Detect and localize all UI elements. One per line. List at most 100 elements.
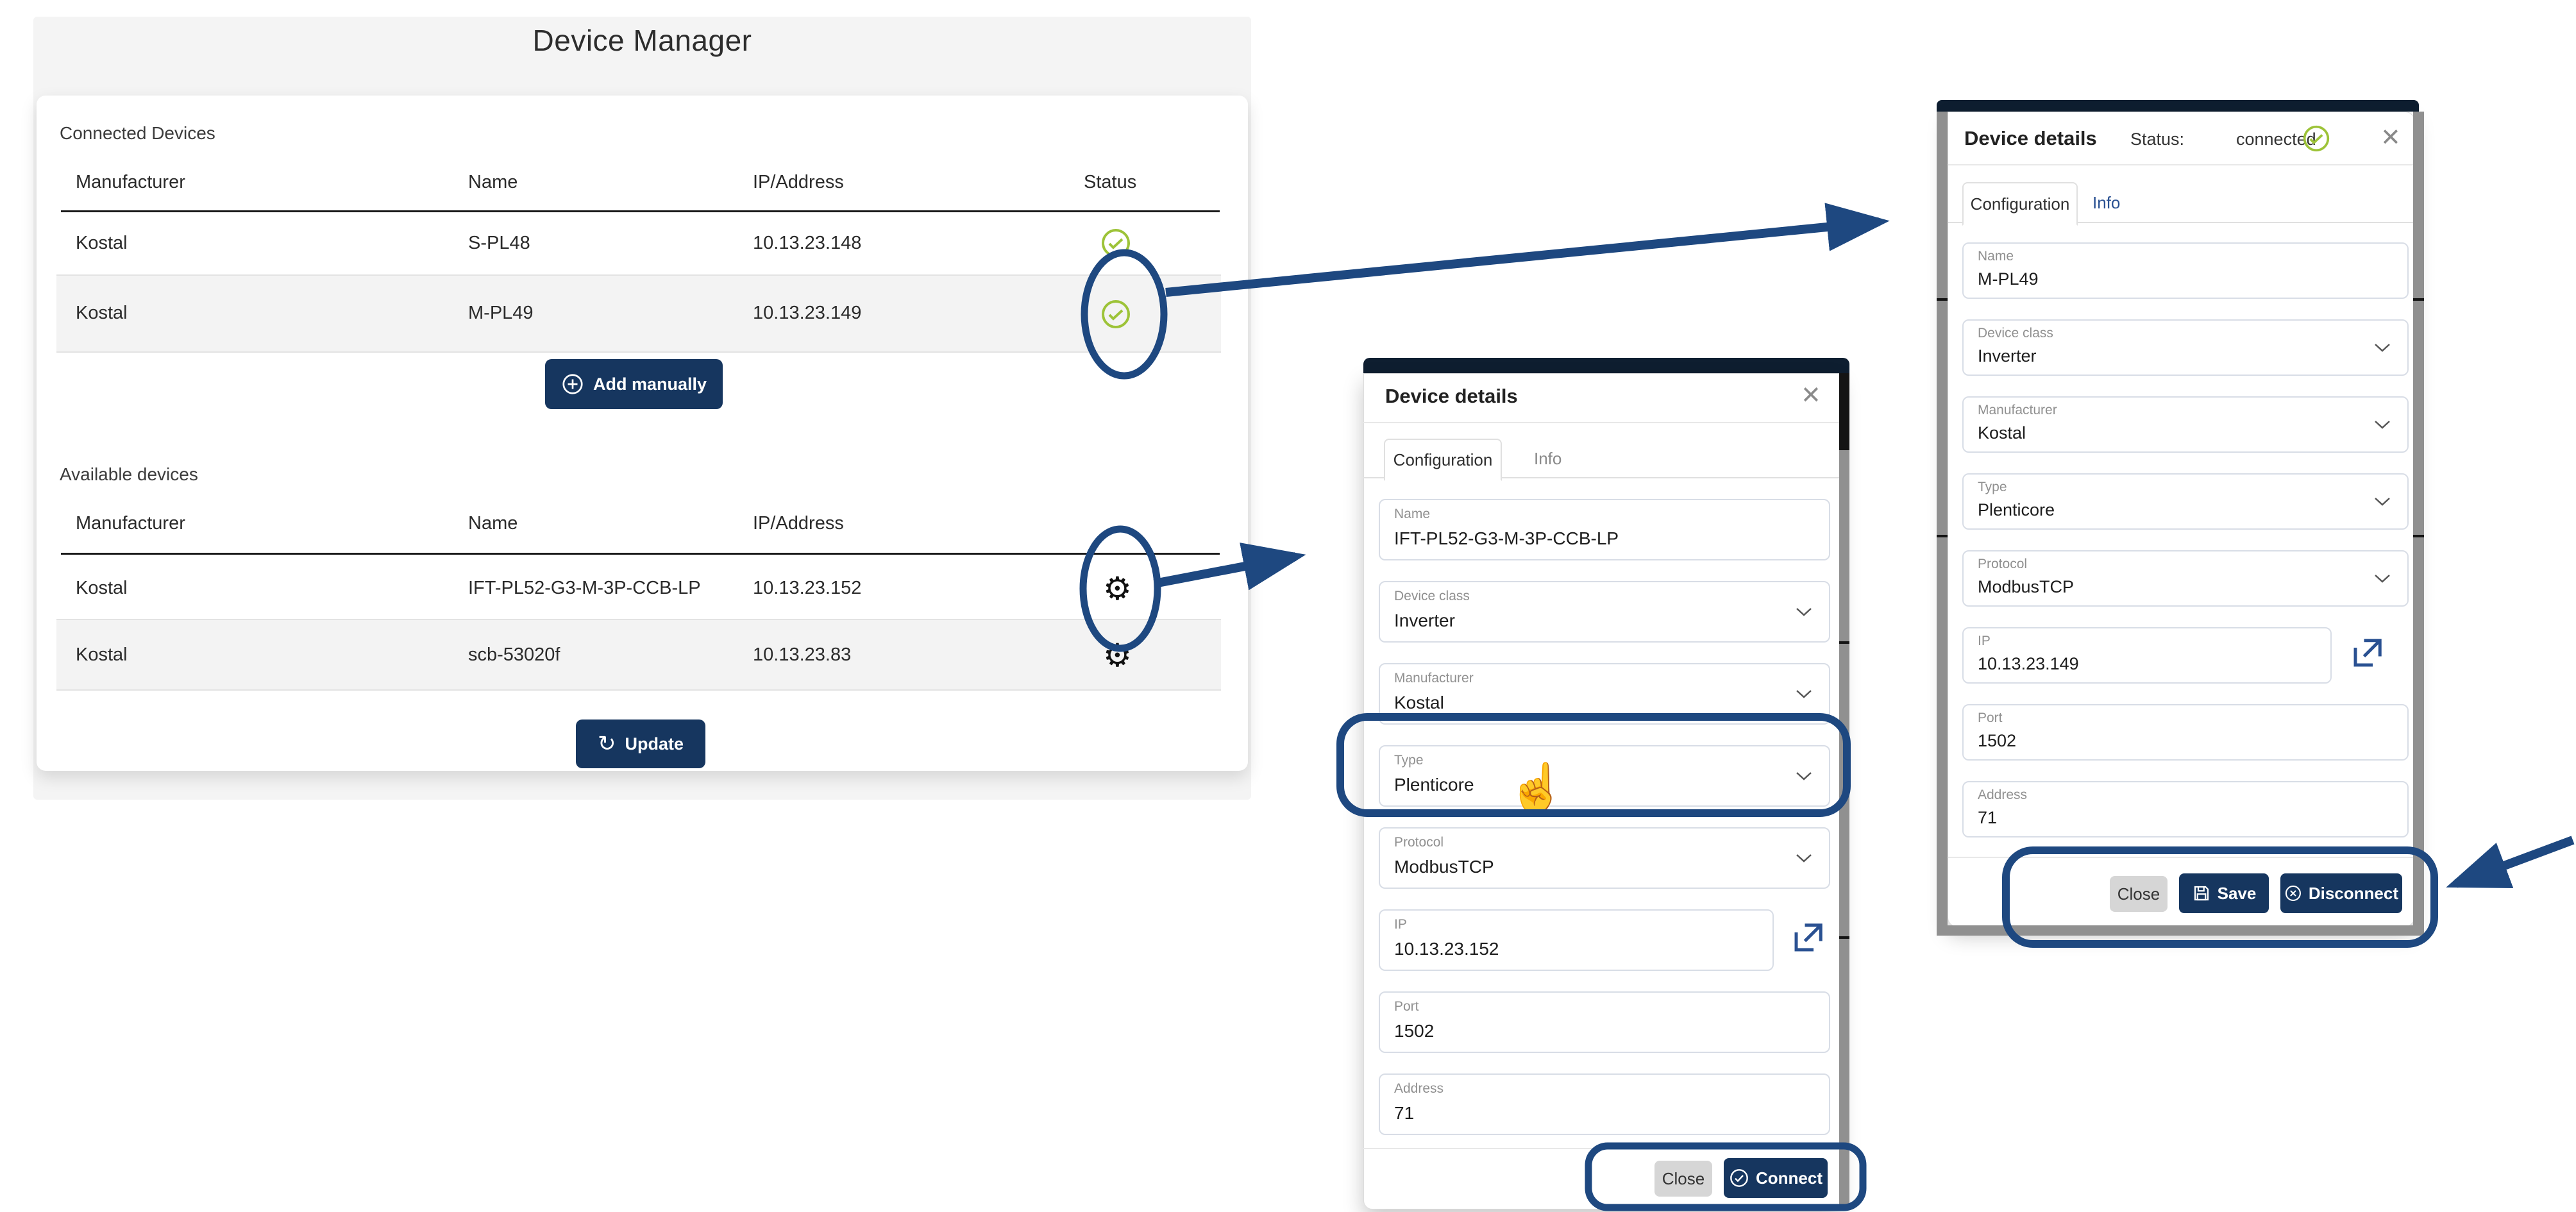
manufacturer-select[interactable]: Manufacturer Kostal	[1962, 396, 2409, 453]
cell-manufacturer: Kostal	[76, 578, 128, 598]
chevron-down-icon	[2375, 498, 2390, 506]
device-settings-gear-icon[interactable]: ⚙	[1103, 637, 1132, 673]
cell-ip: 10.13.23.148	[753, 233, 862, 253]
dialog-bottom-edge	[1948, 925, 2413, 936]
row-separator	[56, 619, 1221, 620]
type-select[interactable]: Type Plenticore	[1379, 745, 1830, 807]
available-devices-heading: Available devices	[60, 464, 198, 484]
scrollbar-seam	[1937, 298, 1948, 301]
dialog-scrollbar[interactable]	[1839, 373, 1849, 1208]
connect-button[interactable]: Connect	[1724, 1158, 1828, 1198]
cell-ip: 10.13.23.83	[753, 644, 852, 665]
scrollbar-seam	[1839, 641, 1849, 644]
tab-configuration[interactable]: Configuration	[1384, 439, 1502, 481]
cell-name: S-PL48	[468, 233, 530, 253]
dialog-header-divider	[1363, 422, 1839, 423]
tab-configuration[interactable]: Configuration	[1962, 182, 2078, 226]
save-label: Save	[2217, 883, 2257, 903]
cell-manufacturer: Kostal	[76, 303, 128, 323]
port-field[interactable]: Port 1502	[1962, 704, 2409, 761]
col-header-name: Name	[468, 172, 518, 192]
table-row: Kostal M-PL49 10.13.23.149	[56, 276, 1221, 351]
address-field[interactable]: Address 71	[1962, 781, 2409, 837]
dialog-footer-divider	[1948, 857, 2413, 858]
table-header-rule	[61, 553, 1220, 555]
dialog-title: Device details	[1385, 385, 1518, 407]
hand-pointer-cursor-icon: ☝	[1507, 761, 1567, 814]
status-connected-icon	[1102, 300, 1130, 328]
tab-divider	[1948, 222, 2413, 223]
dialog-scrollbar-thumb[interactable]	[1839, 373, 1849, 450]
port-field[interactable]: Port 1502	[1379, 991, 1830, 1053]
ip-field[interactable]: IP 10.13.23.149	[1962, 627, 2332, 684]
chevron-down-icon	[2375, 344, 2390, 352]
scrollbar-seam	[1937, 535, 1948, 537]
annotation-arrow-to-footer-buttons	[2446, 836, 2575, 888]
ip-field[interactable]: IP 10.13.23.152	[1379, 909, 1774, 971]
dialog-window-top-edge	[1363, 358, 1849, 375]
chevron-down-icon	[1796, 854, 1812, 863]
name-field[interactable]: Name M-PL49	[1962, 242, 2409, 299]
update-button[interactable]: ↻ Update	[576, 720, 705, 768]
tab-configuration-label: Configuration	[1970, 194, 2070, 214]
close-icon[interactable]: ✕	[2380, 124, 2401, 151]
tab-info[interactable]: Info	[1534, 439, 1562, 478]
scrollbar-seam	[1839, 936, 1849, 939]
table-row: Kostal scb-53020f 10.13.23.83 ⚙	[56, 620, 1221, 689]
status-connected-icon	[1102, 229, 1130, 257]
chevron-down-icon	[1796, 608, 1812, 616]
protocol-select[interactable]: Protocol ModbusTCP	[1379, 827, 1830, 889]
tab-info-label: Info	[2092, 192, 2121, 212]
name-field[interactable]: Name IFT-PL52-G3-M-3P-CCB-LP	[1379, 499, 1830, 560]
chevron-down-icon	[2375, 575, 2390, 583]
status-value: connected	[2236, 130, 2316, 149]
chevron-down-icon	[2375, 421, 2390, 429]
tab-info-label: Info	[1534, 448, 1562, 468]
disconnect-button[interactable]: Disconnect	[2280, 873, 2402, 913]
connected-devices-heading: Connected Devices	[60, 123, 215, 143]
col-header-name: Name	[468, 513, 518, 534]
close-label: Close	[2117, 884, 2160, 904]
dialog-title: Device details	[1964, 127, 2097, 149]
manufacturer-select[interactable]: Manufacturer Kostal	[1379, 663, 1830, 725]
update-label: Update	[625, 734, 684, 753]
close-button[interactable]: Close	[1654, 1161, 1712, 1197]
device-settings-gear-icon[interactable]: ⚙	[1103, 571, 1132, 607]
row-separator	[56, 689, 1221, 691]
scrollbar-seam	[2413, 535, 2424, 537]
close-icon[interactable]: ✕	[1801, 382, 1821, 409]
type-select[interactable]: Type Plenticore	[1962, 473, 2409, 530]
row-separator	[56, 351, 1221, 353]
cell-name: IFT-PL52-G3-M-3P-CCB-LP	[468, 578, 701, 598]
protocol-select[interactable]: Protocol ModbusTCP	[1962, 550, 2409, 607]
add-manually-button[interactable]: Add manually	[545, 359, 723, 409]
col-header-manufacturer: Manufacturer	[76, 513, 185, 534]
tab-configuration-label: Configuration	[1393, 450, 1493, 469]
cell-manufacturer: Kostal	[76, 233, 128, 253]
col-header-ip: IP/Address	[753, 513, 844, 534]
connect-label: Connect	[1756, 1168, 1823, 1188]
col-header-status: Status	[1084, 172, 1137, 192]
device-class-select[interactable]: Device class Inverter	[1962, 319, 2409, 376]
floppy-disk-icon	[2194, 886, 2209, 901]
col-header-manufacturer: Manufacturer	[76, 172, 185, 192]
open-external-icon[interactable]	[2350, 636, 2384, 671]
save-button[interactable]: Save	[2179, 873, 2269, 913]
dialog-scrollbar[interactable]	[2413, 112, 2424, 936]
address-field[interactable]: Address 71	[1379, 1073, 1830, 1135]
dialog-header-divider	[1948, 164, 2413, 165]
col-header-ip: IP/Address	[753, 172, 844, 192]
status-connected-icon	[2303, 125, 2330, 152]
close-label: Close	[1662, 1168, 1705, 1188]
cell-ip: 10.13.23.152	[753, 578, 862, 598]
chevron-down-icon	[1796, 690, 1812, 698]
tab-info[interactable]: Info	[2092, 182, 2120, 223]
close-button[interactable]: Close	[2110, 876, 2168, 912]
chevron-down-icon	[1796, 772, 1812, 780]
device-class-select[interactable]: Device class Inverter	[1379, 581, 1830, 643]
open-external-icon[interactable]	[1790, 921, 1825, 955]
dialog-left-edge	[1937, 112, 1948, 936]
add-manually-label: Add manually	[593, 374, 707, 394]
table-row: Kostal IFT-PL52-G3-M-3P-CCB-LP 10.13.23.…	[56, 555, 1221, 619]
